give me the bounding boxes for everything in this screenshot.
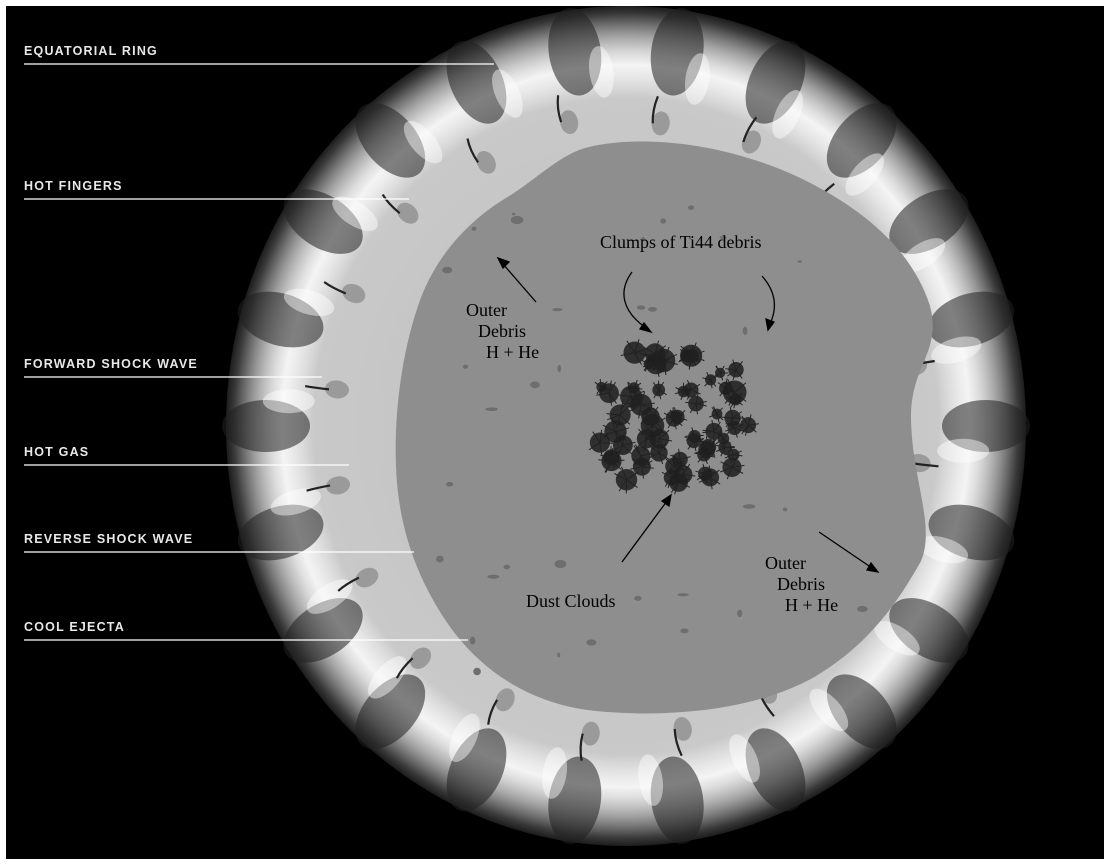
debris-speck	[442, 267, 452, 274]
callout-outer-debris-right-line1: Outer	[765, 553, 838, 574]
debris-speck	[586, 639, 596, 645]
debris-speck	[472, 227, 477, 231]
inner-debris-region	[396, 141, 933, 713]
debris-speck	[485, 407, 498, 411]
debris-speck	[552, 308, 562, 311]
callout-outer-debris-right: Outer Debris H + He	[765, 553, 838, 616]
debris-speck	[555, 560, 567, 568]
callout-outer-debris-right-line3: H + He	[765, 595, 838, 616]
debris-speck	[446, 482, 453, 487]
debris-speck	[737, 610, 742, 617]
debris-speck	[783, 508, 787, 512]
debris-speck	[463, 365, 468, 369]
label-equatorial-ring: EQUATORIAL RING	[24, 44, 158, 58]
label-reverse-shock-wave: REVERSE SHOCK WAVE	[24, 532, 193, 546]
callout-outer-debris-left-line2: Debris	[466, 321, 539, 342]
debris-speck	[503, 565, 510, 570]
debris-speck	[680, 628, 688, 633]
debris-speck	[648, 307, 657, 312]
debris-speck	[530, 382, 540, 389]
callout-outer-debris-right-line2: Debris	[765, 574, 838, 595]
debris-speck	[470, 637, 475, 645]
debris-speck	[797, 260, 802, 262]
ring-highlight	[263, 389, 315, 413]
callout-outer-debris-left-line1: Outer	[466, 300, 539, 321]
debris-speck	[688, 205, 694, 210]
dust-spike	[667, 417, 677, 418]
debris-speck	[488, 575, 500, 579]
debris-speck	[557, 653, 560, 658]
debris-speck	[637, 305, 645, 309]
label-hot-gas: HOT GAS	[24, 445, 89, 459]
debris-speck	[634, 596, 642, 601]
debris-speck	[660, 218, 666, 223]
debris-speck	[857, 606, 867, 612]
supernova-remnant-diagram	[6, 6, 1104, 859]
debris-speck	[677, 593, 688, 596]
debris-speck	[743, 504, 756, 508]
debris-speck	[511, 216, 523, 224]
debris-speck	[436, 556, 444, 563]
callout-outer-debris-left-line3: H + He	[466, 342, 539, 363]
diagram-canvas: EQUATORIAL RING HOT FINGERS FORWARD SHOC…	[6, 6, 1104, 859]
debris-speck	[557, 365, 561, 373]
dust-spike	[600, 443, 613, 444]
debris-speck	[473, 668, 481, 676]
label-hot-fingers: HOT FINGERS	[24, 179, 123, 193]
ring-highlight	[937, 439, 989, 463]
callout-outer-debris-left: Outer Debris H + He	[466, 300, 539, 363]
label-cool-ejecta: COOL EJECTA	[24, 620, 125, 634]
label-forward-shock-wave: FORWARD SHOCK WAVE	[24, 357, 198, 371]
debris-speck	[512, 213, 516, 216]
callout-dust-clouds: Dust Clouds	[526, 591, 616, 612]
callout-clumps-ti44: Clumps of Ti44 debris	[600, 232, 762, 253]
debris-speck	[743, 327, 748, 335]
